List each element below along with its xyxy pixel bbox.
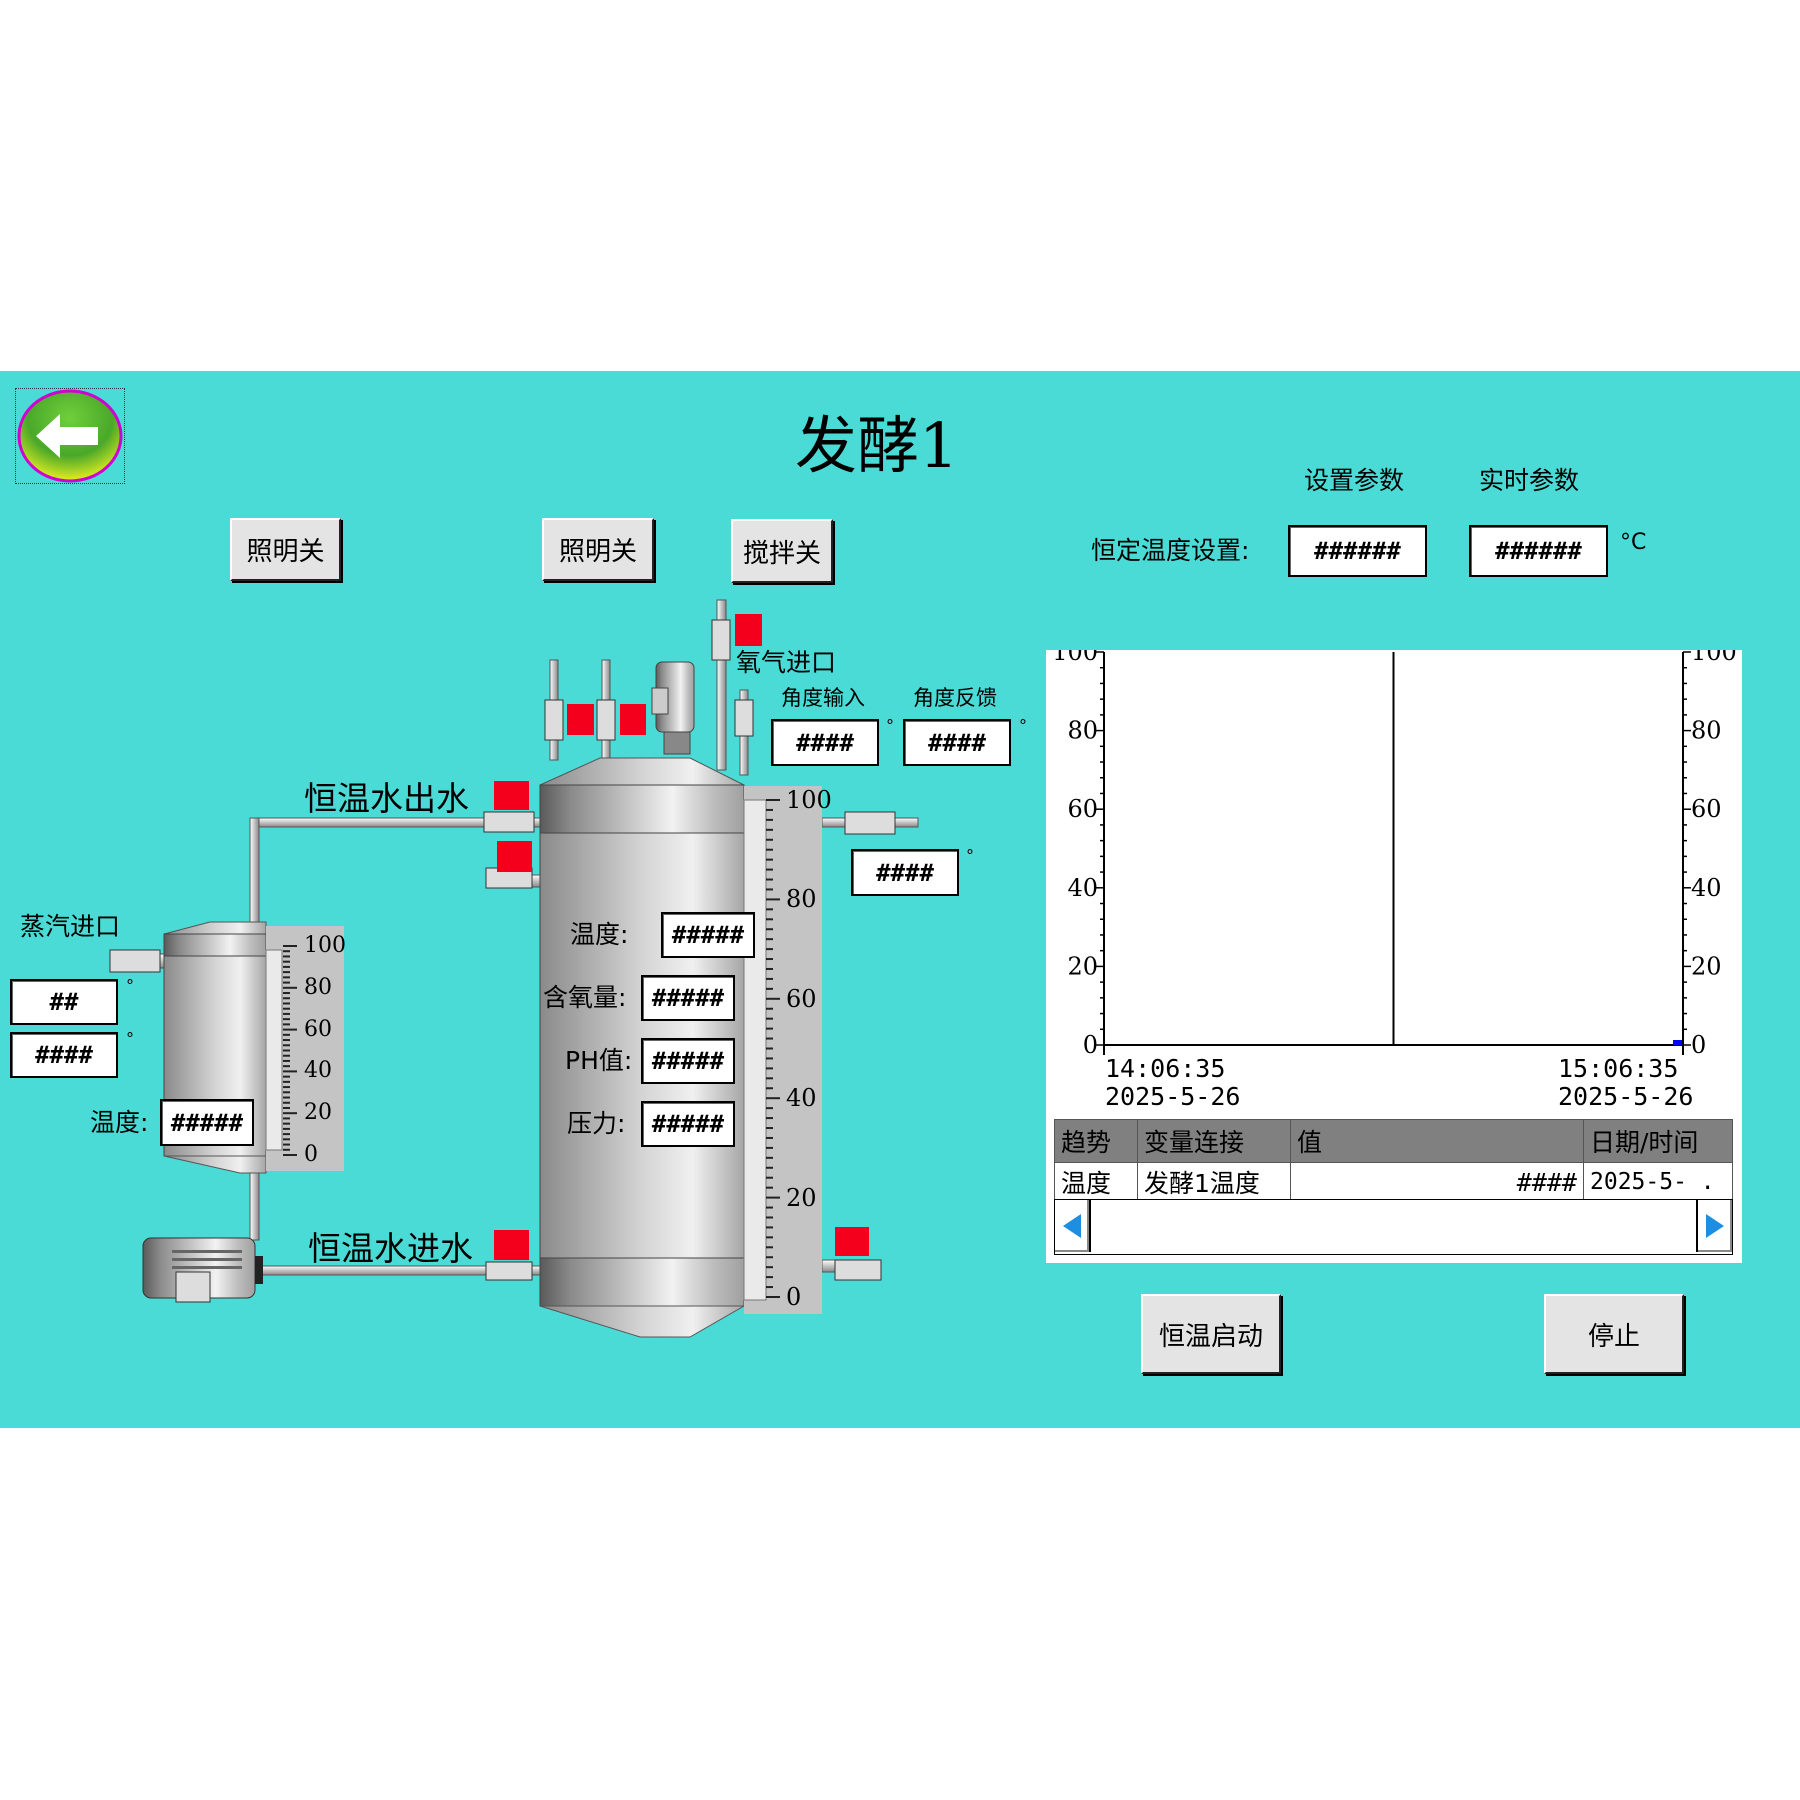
level-scale-label: 20: [304, 1100, 332, 1126]
steam-value-2: ####: [10, 1032, 118, 1078]
inlet-label: 恒温水进水: [308, 1229, 473, 1268]
top-valve-indicator-1[interactable]: [567, 704, 594, 735]
angle-feedback-field: ####: [903, 719, 1011, 766]
back-arrow-icon: [17, 389, 123, 483]
small-tank-temp-value: #####: [160, 1099, 254, 1146]
field-label-pressure: 压力:: [567, 1109, 626, 1138]
level-scale-label: 60: [304, 1016, 332, 1042]
table-row[interactable]: 温度 发酵1温度 #### 2025-5- .: [1054, 1162, 1733, 1202]
inlet-valve-indicator[interactable]: [494, 1230, 529, 1260]
temperature-value: #####: [661, 912, 755, 958]
level-scale-label: 0: [304, 1142, 318, 1167]
light-toggle-button-2[interactable]: 照明关: [542, 518, 654, 581]
const-temp-real-value: ######: [1469, 525, 1608, 577]
bottom-right-valve-indicator[interactable]: [835, 1227, 869, 1256]
steam-inlet-label: 蒸汽进口: [20, 912, 121, 941]
left-arrow-icon: [1063, 1214, 1081, 1238]
cell-datetime: 2025-5- .: [1583, 1162, 1733, 1202]
y-tick-label-left: 0: [1083, 1031, 1098, 1059]
top-valve-indicator-2[interactable]: [620, 704, 646, 735]
constant-temp-start-button[interactable]: 恒温启动: [1141, 1294, 1281, 1374]
right-value-field: ####: [851, 849, 959, 896]
angle-input-field[interactable]: ####: [771, 719, 879, 766]
level-scale-label: 60: [786, 984, 817, 1013]
temp-unit: °C: [1620, 530, 1647, 555]
const-temp-set-input[interactable]: ######: [1288, 525, 1427, 577]
oxygen-valve-indicator[interactable]: [735, 614, 762, 646]
y-tick-label-left: 80: [1067, 717, 1098, 745]
header-variable: 变量连接: [1137, 1119, 1291, 1163]
oxygen-inlet-label: 氧气进口: [736, 648, 837, 677]
angle-input-label: 角度输入: [781, 686, 865, 710]
level-scale-label: 40: [786, 1084, 817, 1113]
right-arrow-icon: [1706, 1214, 1724, 1238]
y-tick-label-right: 100: [1691, 650, 1737, 666]
cell-value: ####: [1290, 1162, 1584, 1202]
steam-degree-1: °: [126, 976, 134, 995]
y-tick-label-left: 20: [1067, 952, 1098, 980]
level-scale-label: 100: [304, 933, 346, 958]
field-label-ph: PH值:: [565, 1046, 633, 1075]
x-start-date: 2025-5-26: [1105, 1082, 1241, 1111]
stir-toggle-button[interactable]: 搅拌关: [731, 519, 833, 583]
scroll-right-button[interactable]: [1696, 1200, 1732, 1252]
scroll-left-button[interactable]: [1055, 1200, 1091, 1252]
pump-icon: [142, 1237, 263, 1303]
outlet-valve-indicator[interactable]: [494, 781, 529, 810]
agitator-motor-icon: [651, 661, 695, 755]
light-toggle-button-1[interactable]: 照明关: [230, 518, 341, 581]
right-value-degree: °: [966, 846, 974, 865]
y-tick-label-right: 0: [1691, 1031, 1706, 1059]
drain-valve-indicator[interactable]: [497, 841, 532, 872]
y-tick-label-right: 80: [1691, 717, 1722, 745]
set-params-header: 设置参数: [1304, 466, 1405, 495]
trend-chart-plot: 100 100 80 80 60 60 40 40 20 20 0 0: [1052, 650, 1737, 1059]
back-button[interactable]: [15, 388, 125, 484]
table-scrollbar[interactable]: [1054, 1199, 1733, 1255]
small-tank-level-ticks: [283, 945, 297, 1156]
real-params-header: 实时参数: [1479, 466, 1580, 495]
level-scale-label: 80: [304, 974, 332, 1000]
main-tank-level-ticks: [766, 799, 780, 1298]
x-end-date: 2025-5-26: [1558, 1082, 1694, 1111]
angle-feedback-degree: °: [1019, 716, 1027, 735]
page-title: 发酵1: [795, 409, 959, 482]
x-start-time: 14:06:35: [1105, 1054, 1226, 1083]
stop-button[interactable]: 停止: [1544, 1294, 1684, 1374]
ph-value: #####: [641, 1038, 735, 1084]
angle-input-degree: °: [886, 716, 894, 735]
cell-trend: 温度: [1054, 1162, 1138, 1202]
outlet-label: 恒温水出水: [304, 779, 469, 818]
header-value: 值: [1290, 1119, 1584, 1163]
level-scale-label: 20: [786, 1183, 817, 1212]
y-tick-label-right: 40: [1691, 874, 1722, 902]
y-tick-label-right: 60: [1691, 795, 1722, 823]
oxygen-value: #####: [641, 975, 735, 1021]
level-scale-label: 80: [786, 885, 817, 914]
const-temp-label: 恒定温度设置:: [1091, 536, 1250, 565]
angle-feedback-label: 角度反馈: [913, 686, 997, 710]
level-scale-label: 100: [786, 786, 832, 814]
steam-degree-2: °: [126, 1029, 134, 1048]
field-label-temperature: 温度:: [570, 920, 629, 949]
level-scale-label: 0: [786, 1283, 802, 1311]
y-tick-label-left: 60: [1067, 795, 1098, 823]
trend-table: 趋势 变量连接 值 日期/时间 温度 发酵1温度 #### 2025-5- .: [1054, 1119, 1733, 1202]
header-datetime: 日期/时间: [1583, 1119, 1733, 1163]
pressure-value: #####: [641, 1101, 735, 1147]
cell-variable: 发酵1温度: [1137, 1162, 1291, 1202]
steam-value-1[interactable]: ##: [10, 979, 118, 1025]
field-label-oxygen: 含氧量:: [543, 983, 627, 1012]
x-end-time: 15:06:35: [1558, 1054, 1679, 1083]
y-tick-label-left: 40: [1067, 874, 1098, 902]
table-header-row: 趋势 变量连接 值 日期/时间: [1054, 1119, 1733, 1163]
current-value-marker: [1673, 1040, 1682, 1045]
small-tank-temp-label: 温度:: [90, 1108, 149, 1137]
level-scale-label: 40: [304, 1058, 332, 1084]
y-tick-label-right: 20: [1691, 952, 1722, 980]
y-tick-label-left: 100: [1052, 650, 1098, 666]
header-trend: 趋势: [1054, 1119, 1138, 1163]
